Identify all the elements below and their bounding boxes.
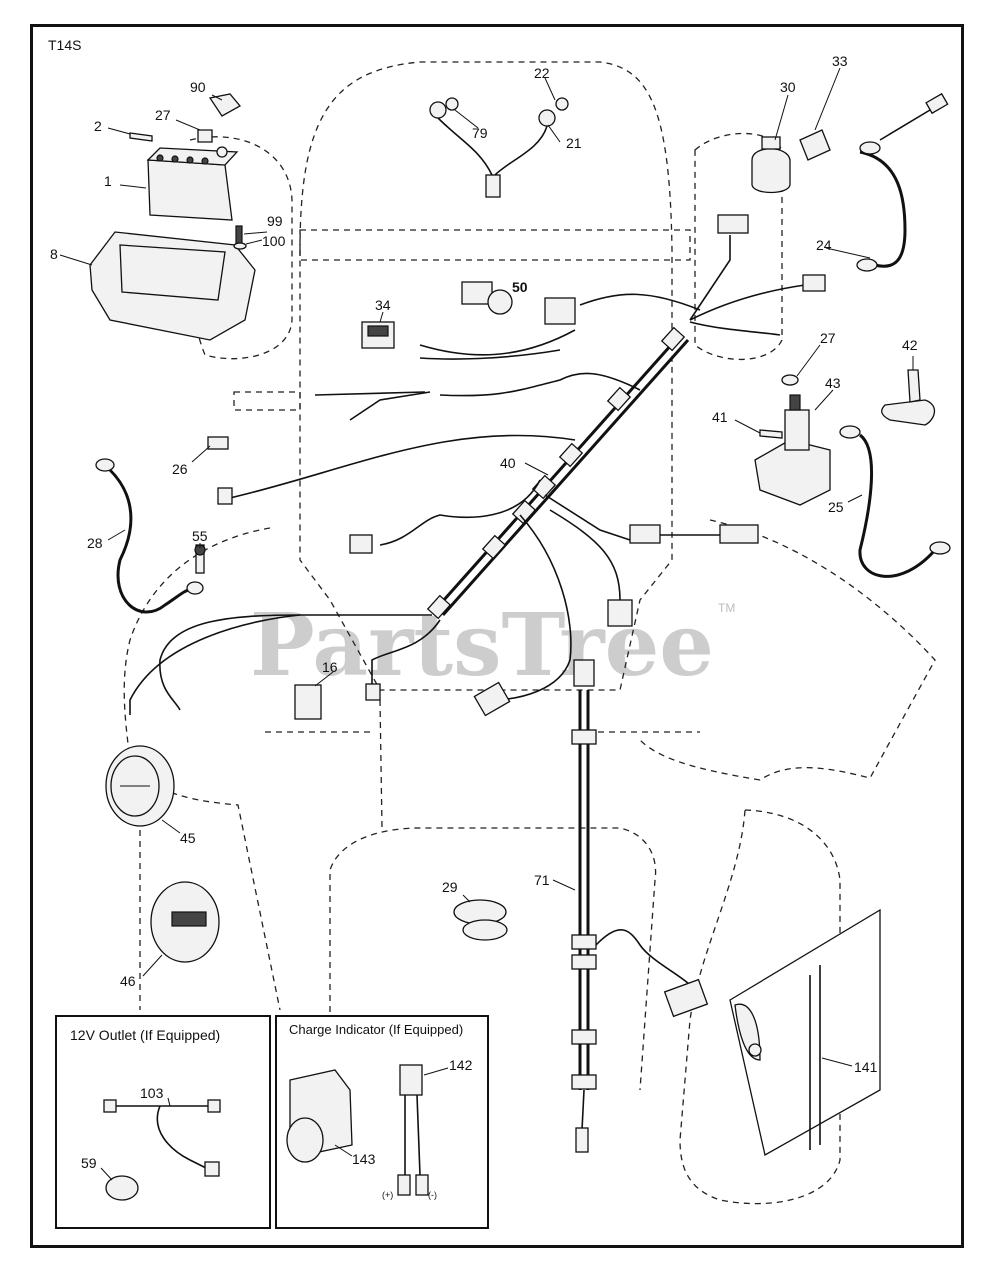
callout-1: 1 [104, 173, 112, 189]
watermark: PartsTree [250, 595, 714, 696]
fuse-26 [207, 436, 229, 450]
connector-16 [294, 684, 322, 720]
battery-part [146, 146, 239, 221]
main-harness-40 [129, 214, 826, 717]
callout-59: 59 [81, 1155, 97, 1171]
callout-27: 27 [155, 107, 171, 123]
callout-22: 22 [534, 65, 550, 81]
callout-90: 90 [190, 79, 206, 95]
boot-42 [881, 369, 936, 426]
bracket-141 [729, 908, 881, 1156]
inset-outlet-title: 12V Outlet (If Equipped) [70, 1027, 220, 1043]
callout-41: 41 [712, 409, 728, 425]
callout-142: 142 [449, 1057, 473, 1073]
callout-30: 30 [780, 79, 796, 95]
callout-55: 55 [192, 528, 208, 544]
inset-charge-indicator [275, 1015, 489, 1229]
diagram-code: T14S [48, 37, 81, 53]
switch-50 [461, 281, 513, 315]
callout-143: 143 [352, 1151, 376, 1167]
diagram-frame [30, 24, 964, 1248]
callout-25: 25 [828, 499, 844, 515]
callout-21: 21 [566, 135, 582, 151]
plug-29 [453, 899, 508, 941]
harness-71 [571, 659, 709, 1153]
callout-26: 26 [172, 461, 188, 477]
callout-103: 103 [140, 1085, 164, 1101]
battery-hardware [129, 93, 247, 250]
switch-34 [361, 321, 395, 349]
callout-71: 71 [534, 872, 550, 888]
callout-34: 34 [375, 297, 391, 313]
callout-29: 29 [442, 879, 458, 895]
inset-12v-outlet [55, 1015, 271, 1229]
callout-43: 43 [825, 375, 841, 391]
callout-28: 28 [87, 535, 103, 551]
battery-cable-25 [839, 425, 951, 578]
callout-46: 46 [120, 973, 136, 989]
callout-99: 99 [267, 213, 283, 229]
polarity-minus: (-) [428, 1190, 437, 1200]
solenoid-43 [754, 374, 831, 506]
callout-33: 33 [832, 53, 848, 69]
callout-24: 24 [816, 237, 832, 253]
battery-tray-part [89, 231, 256, 341]
callout-8: 8 [50, 246, 58, 262]
watermark-tm: TM [718, 601, 735, 615]
callout-16: 16 [322, 659, 338, 675]
callout-100: 100 [262, 233, 286, 249]
relay-part [799, 129, 831, 161]
callout-labels: 90 27 2 1 99 100 8 22 79 21 30 33 24 34 … [50, 53, 918, 1171]
callout-79: 79 [472, 125, 488, 141]
battery-cable-24 [856, 92, 949, 272]
polarity-plus: (+) [382, 1190, 393, 1200]
callout-42: 42 [902, 337, 918, 353]
callout-27b: 27 [820, 330, 836, 346]
callout-141: 141 [854, 1059, 878, 1075]
callout-40: 40 [500, 455, 516, 471]
hour-meter-46 [150, 881, 220, 963]
bolt-55 [194, 544, 206, 574]
leader-lines [59, 67, 914, 1181]
inset-charge-title: Charge Indicator (If Equipped) [289, 1022, 463, 1037]
ignition-switch-part [751, 136, 791, 194]
callout-45: 45 [180, 830, 196, 846]
callout-2: 2 [94, 118, 102, 134]
headlight-harness [429, 97, 569, 198]
callout-50: 50 [512, 279, 528, 295]
gauge-45 [105, 745, 175, 827]
ground-cable-28 [95, 458, 204, 614]
